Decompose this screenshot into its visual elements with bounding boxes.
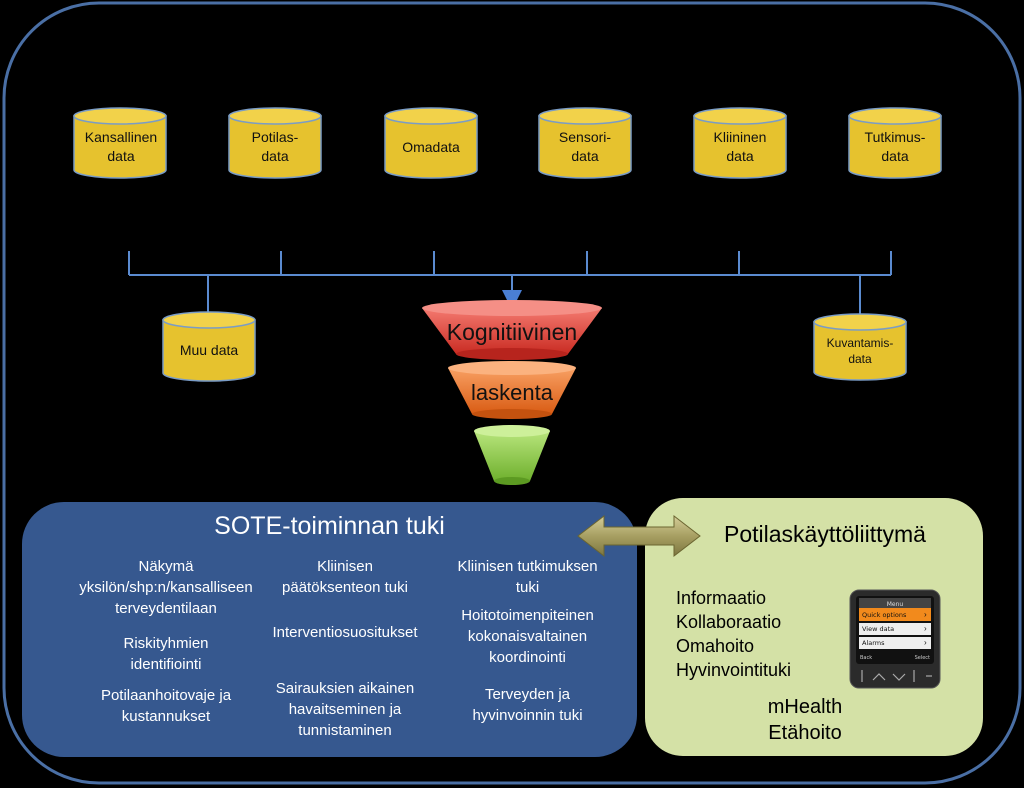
potilas-panel: [645, 498, 983, 756]
potilas-item: Kollaboraatio: [676, 612, 782, 632]
cyl-label-omadata: Omadata: [402, 139, 460, 155]
cylinder-kliininen: [693, 107, 787, 179]
potilas-item: Informaatio: [676, 588, 767, 608]
cylinder-sensori: [538, 107, 632, 179]
funnel: [422, 300, 602, 485]
device-option-1: Quick options: [862, 611, 907, 619]
potilas-item: Omahoito: [676, 636, 755, 656]
cyl-label-potilas: Potilas-data: [251, 129, 299, 164]
funnel-label-middle: laskenta: [471, 380, 553, 405]
chevron-right-icon: ›: [924, 638, 927, 647]
funnel-bottom-section: [474, 425, 550, 485]
sote-title: SOTE-toiminnan tuki: [214, 512, 445, 540]
data-cylinders: [73, 107, 942, 382]
cyl-label-sensori: Sensori-data: [558, 129, 612, 164]
cyl-label-tutkimus: Tutkimus-data: [864, 129, 926, 164]
potilas-item: Hyvinvointituki: [676, 660, 792, 680]
device-menu-title: Menu: [887, 601, 904, 608]
device-image: Menu Quick options View data Alarms › › …: [849, 589, 941, 689]
sote-item: Interventiosuositukset: [272, 624, 418, 641]
chevron-right-icon: ›: [924, 624, 927, 633]
double-arrow: [577, 514, 701, 558]
cylinder-muu: [162, 311, 256, 382]
chevron-right-icon: ›: [924, 610, 927, 619]
cylinder-tutkimus: [848, 107, 942, 179]
device-buttons: [861, 670, 932, 682]
device-option-3: Alarms: [862, 639, 885, 647]
cylinder-kuvantamis: [813, 313, 907, 381]
cyl-label-muu: Muu data: [179, 342, 239, 358]
potilas-title: Potilaskäyttöliittymä: [724, 521, 926, 547]
connector-lines: [128, 251, 892, 314]
funnel-middle-section: [448, 361, 576, 419]
cylinder-kansallinen: [73, 107, 167, 179]
funnel-top-section: [422, 300, 602, 360]
device-select: Select: [915, 655, 930, 661]
device-back: Back: [860, 655, 872, 661]
potilas-list: Informaatio Kollaboraatio Omahoito Hyvin…: [676, 586, 791, 682]
cylinder-omadata: [384, 107, 478, 179]
cylinder-potilas: [228, 107, 322, 179]
funnel-label-top: Kognitiivinen: [446, 319, 578, 345]
cyl-label-kuvantamis: Kuvantamis-data: [826, 336, 894, 366]
device-option-2: View data: [862, 625, 894, 633]
sote-panel: [22, 502, 637, 757]
potilas-footer: mHealth Etähoito: [767, 696, 843, 744]
